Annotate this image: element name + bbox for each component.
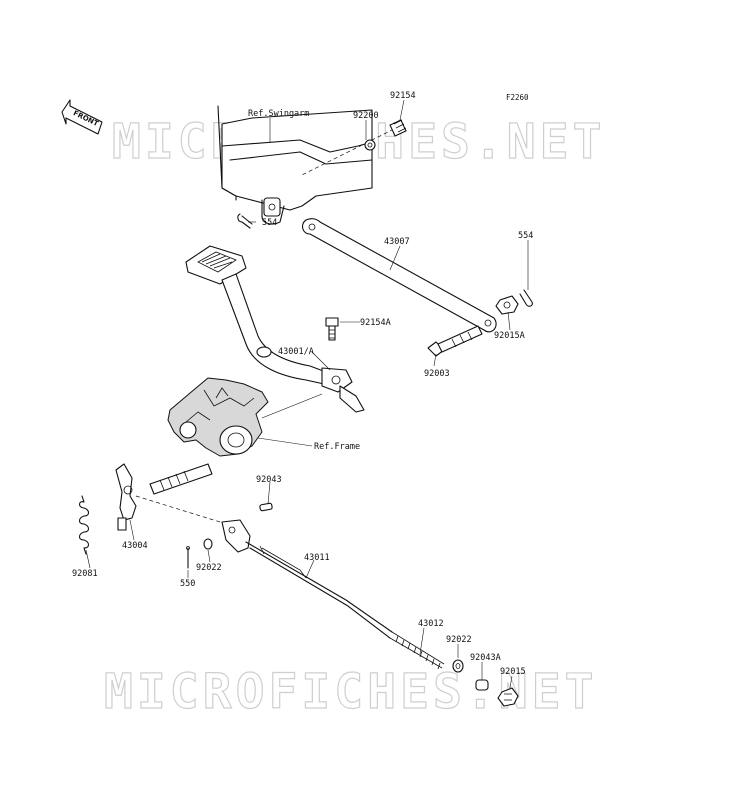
nut-92015A-icon (495, 295, 519, 315)
part-label-554-left: 554 (262, 218, 277, 228)
pin-92043-icon (259, 502, 273, 512)
part-label-43007: 43007 (384, 237, 410, 247)
nut-92015-icon (497, 687, 519, 707)
part-label-554-right: 554 (518, 231, 533, 241)
part-label-92015A: 92015A (494, 331, 525, 341)
frame-reference (167, 377, 269, 457)
assembly-line-lower (135, 495, 221, 523)
assembly-line-swingarm (299, 125, 401, 177)
part-label-550: 550 (180, 579, 195, 589)
brake-rod-43007 (301, 218, 497, 333)
part-label-92154: 92154 (390, 91, 416, 101)
part-label-92200: 92200 (353, 111, 379, 121)
brake-arm-43004 (115, 463, 137, 531)
part-label-92022-upper: 92022 (196, 563, 222, 573)
washer-92022-lower-icon (452, 659, 464, 673)
cotter-pin-554-right-icon (519, 289, 533, 307)
swingarm-reference (217, 105, 373, 225)
bolt-92003-icon (427, 325, 483, 357)
threaded-rod-43012 (389, 631, 445, 670)
part-label-92003: 92003 (424, 369, 450, 379)
part-label-43001A: 43001/A (278, 347, 314, 357)
part-label-43004: 43004 (122, 541, 148, 551)
ref-swingarm-label: Ref.Swingarm (248, 109, 309, 119)
bolt-92154-icon (389, 119, 407, 137)
spring-92081-icon (78, 495, 90, 555)
pivot-shaft (149, 463, 213, 495)
bolt-92154A-icon (325, 317, 339, 341)
washer-92200-icon (364, 139, 376, 151)
part-label-92154A: 92154A (360, 318, 391, 328)
part-label-43011: 43011 (304, 553, 330, 563)
front-arrow-icon: FRONT (61, 99, 103, 135)
part-label-43012: 43012 (418, 619, 444, 629)
part-label-92022-lower: 92022 (446, 635, 472, 645)
leader-lines (85, 99, 529, 689)
cotter-pin-554-left-icon (237, 213, 253, 229)
part-label-92081: 92081 (72, 569, 98, 579)
part-label-92043: 92043 (256, 475, 282, 485)
washer-92022-upper-icon (203, 538, 213, 550)
figure-code: F2260 (506, 93, 529, 102)
brake-pedal-43001A (185, 245, 365, 413)
part-label-92043A: 92043A (470, 653, 501, 663)
rod-43011 (221, 519, 393, 639)
pin-92043A-icon (475, 679, 489, 691)
part-label-92015: 92015 (500, 667, 526, 677)
ref-frame-label: Ref.Frame (314, 442, 360, 452)
